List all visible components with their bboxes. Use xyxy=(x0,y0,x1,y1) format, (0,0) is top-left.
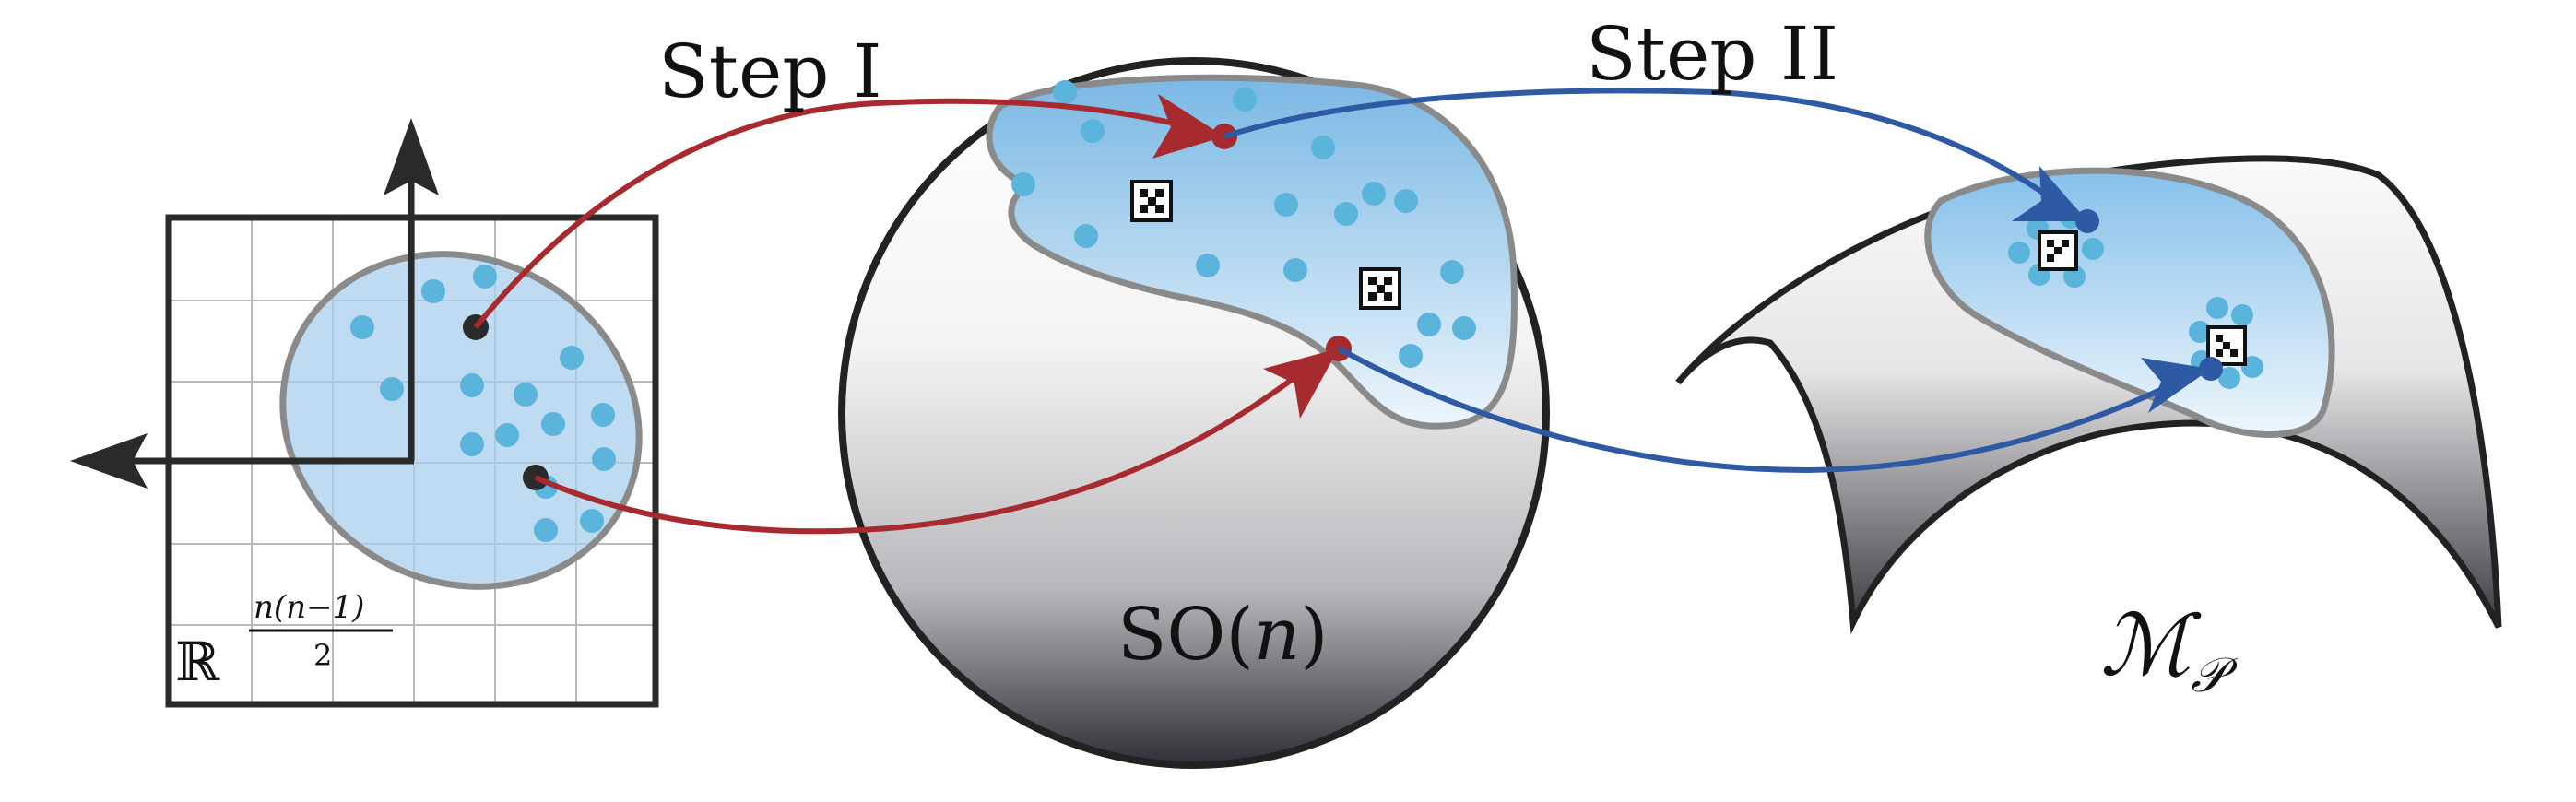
euclidean-panel: ℝ n(n−1) 2 xyxy=(70,118,659,708)
manifold-cluster-2 xyxy=(2189,297,2263,389)
arrow-up-icon xyxy=(384,118,439,195)
step-2-arrow-top xyxy=(1223,88,2065,210)
step-2-arrow-bottom xyxy=(1337,346,2192,474)
euclidean-space-label: ℝ n(n−1) 2 xyxy=(175,589,393,693)
step-2-arrowhead-bottom xyxy=(2141,358,2211,413)
step-2-label: Step II xyxy=(1586,11,1838,97)
step-2-arrowhead-top xyxy=(2012,166,2087,221)
step-1-arrow-top xyxy=(473,98,1209,329)
so-prefix: SO( xyxy=(1117,594,1254,677)
exponent-numerator: n(n−1) xyxy=(254,589,364,626)
step-1-arrowhead-bottom xyxy=(1263,348,1339,419)
euclidean-region xyxy=(279,251,643,590)
manifold: ℳ𝒫 xyxy=(1675,155,2502,703)
sphere-points xyxy=(1011,80,1476,368)
sphere-region xyxy=(986,74,1518,430)
pattern-icon xyxy=(2038,230,2078,271)
step-2-arrows xyxy=(1223,88,2192,474)
arrow-left-icon xyxy=(70,433,148,489)
exponent-denominator: 2 xyxy=(313,638,332,673)
pattern-icon xyxy=(1130,180,1173,222)
so-variable: n xyxy=(1254,594,1300,677)
manifold-subscript: 𝒫 xyxy=(2191,648,2238,703)
manifold-label: ℳ𝒫 xyxy=(2100,596,2238,703)
manifold-symbol: ℳ xyxy=(2100,596,2202,695)
so-n-label: SO(n) xyxy=(1117,594,1329,677)
axes xyxy=(129,175,415,465)
so-suffix: ) xyxy=(1300,594,1328,677)
pattern-icon xyxy=(1359,267,1401,310)
step-1-arrow-bottom xyxy=(534,357,1320,535)
so-n-sphere: SO(n) xyxy=(838,57,1550,769)
step-1-arrowhead-top xyxy=(1152,94,1224,159)
step-1-label: Step I xyxy=(658,29,882,114)
step-1-arrows xyxy=(473,98,1320,535)
reals-symbol: ℝ xyxy=(175,631,220,693)
